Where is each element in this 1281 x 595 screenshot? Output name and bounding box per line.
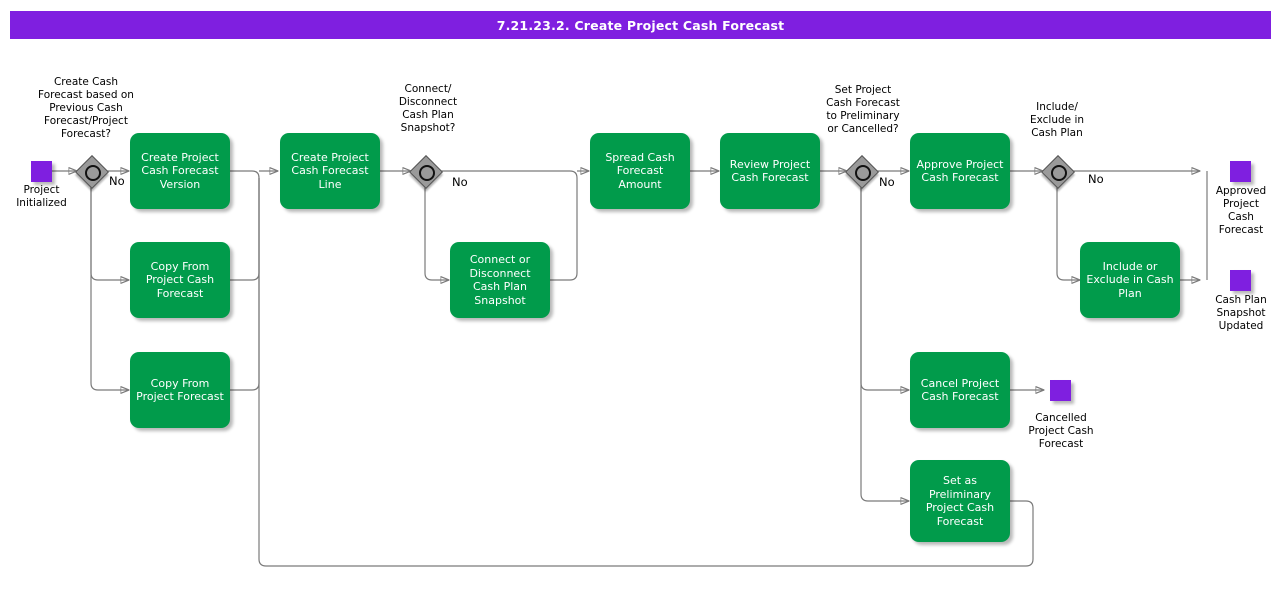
gateway-preliminary-or-cancelled-no-label: No <box>879 175 895 189</box>
flow-copy-forecast-merge <box>230 178 260 391</box>
event-cancelled-project-cash-forecast[interactable] <box>1050 380 1071 401</box>
event-approved-project-cash-forecast[interactable] <box>1230 161 1251 182</box>
flow-gw1-to-copy-project-forecast <box>90 185 129 390</box>
gateway-preliminary-or-cancelled[interactable] <box>845 155 879 189</box>
task-copy-from-project-forecast[interactable]: Copy From Project Forecast <box>130 352 230 428</box>
event-approved-project-cash-forecast-label: Approved Project Cash Forecast <box>1215 185 1267 236</box>
flow-gw2-to-connect-task <box>424 185 449 280</box>
task-spread-amount[interactable]: Spread Cash Forecast Amount <box>590 133 690 209</box>
task-include-exclude[interactable]: Include or Exclude in Cash Plan <box>1080 242 1180 318</box>
event-project-initialized[interactable] <box>31 161 52 182</box>
gateway-include-exclude[interactable] <box>1041 155 1075 189</box>
event-cancelled-project-cash-forecast-label: Cancelled Project Cash Forecast <box>1028 412 1094 450</box>
gateway-previous-forecast[interactable] <box>75 155 109 189</box>
gateway-cash-plan-snapshot-label: Connect/ Disconnect Cash Plan Snapshot? <box>398 83 458 134</box>
flow-gw1-to-copy-cash-forecast <box>90 185 129 280</box>
gateway-include-exclude-label: Include/ Exclude in Cash Plan <box>1029 101 1085 139</box>
event-cash-plan-snapshot-updated-label: Cash Plan Snapshot Updated <box>1215 294 1267 332</box>
gateway-inclusive-circle-icon <box>1051 165 1067 181</box>
flow-copy-cash-merge <box>230 178 260 281</box>
flow-connect-task-merge <box>550 178 578 281</box>
task-create-line[interactable]: Create Project Cash Forecast Line <box>280 133 380 209</box>
page-title: 7.21.23.2. Create Project Cash Forecast <box>496 17 785 33</box>
gateway-cash-plan-snapshot[interactable] <box>409 155 443 189</box>
task-approve[interactable]: Approve Project Cash Forecast <box>910 133 1010 209</box>
gateway-inclusive-circle-icon <box>419 165 435 181</box>
page-title-bar: 7.21.23.2. Create Project Cash Forecast <box>10 11 1271 39</box>
event-project-initialized-label: Project Initialized <box>16 184 67 209</box>
task-cancel[interactable]: Cancel Project Cash Forecast <box>910 352 1010 428</box>
task-set-preliminary[interactable]: Set as Preliminary Project Cash Forecast <box>910 460 1010 542</box>
gateway-cash-plan-snapshot-no-label: No <box>452 175 468 189</box>
task-create-version[interactable]: Create Project Cash Forecast Version <box>130 133 230 209</box>
flow-create-version-merge <box>230 170 260 179</box>
flow-gw4-to-include-exclude <box>1056 185 1080 280</box>
flow-gw3-to-cancel <box>860 185 909 390</box>
gateway-preliminary-or-cancelled-label: Set Project Cash Forecast to Preliminary… <box>826 84 900 135</box>
flow-gw3-to-set-preliminary <box>860 185 909 501</box>
event-cash-plan-snapshot-updated[interactable] <box>1230 270 1251 291</box>
gateway-previous-forecast-label: Create Cash Forecast based on Previous C… <box>38 76 134 140</box>
task-review[interactable]: Review Project Cash Forecast <box>720 133 820 209</box>
gateway-inclusive-circle-icon <box>85 165 101 181</box>
task-copy-from-cash-forecast[interactable]: Copy From Project Cash Forecast <box>130 242 230 318</box>
gateway-previous-forecast-no-label: No <box>109 174 125 188</box>
gateway-inclusive-circle-icon <box>855 165 871 181</box>
gateway-include-exclude-no-label: No <box>1088 172 1104 186</box>
task-connect-disconnect-snapshot[interactable]: Connect or Disconnect Cash Plan Snapshot <box>450 242 550 318</box>
